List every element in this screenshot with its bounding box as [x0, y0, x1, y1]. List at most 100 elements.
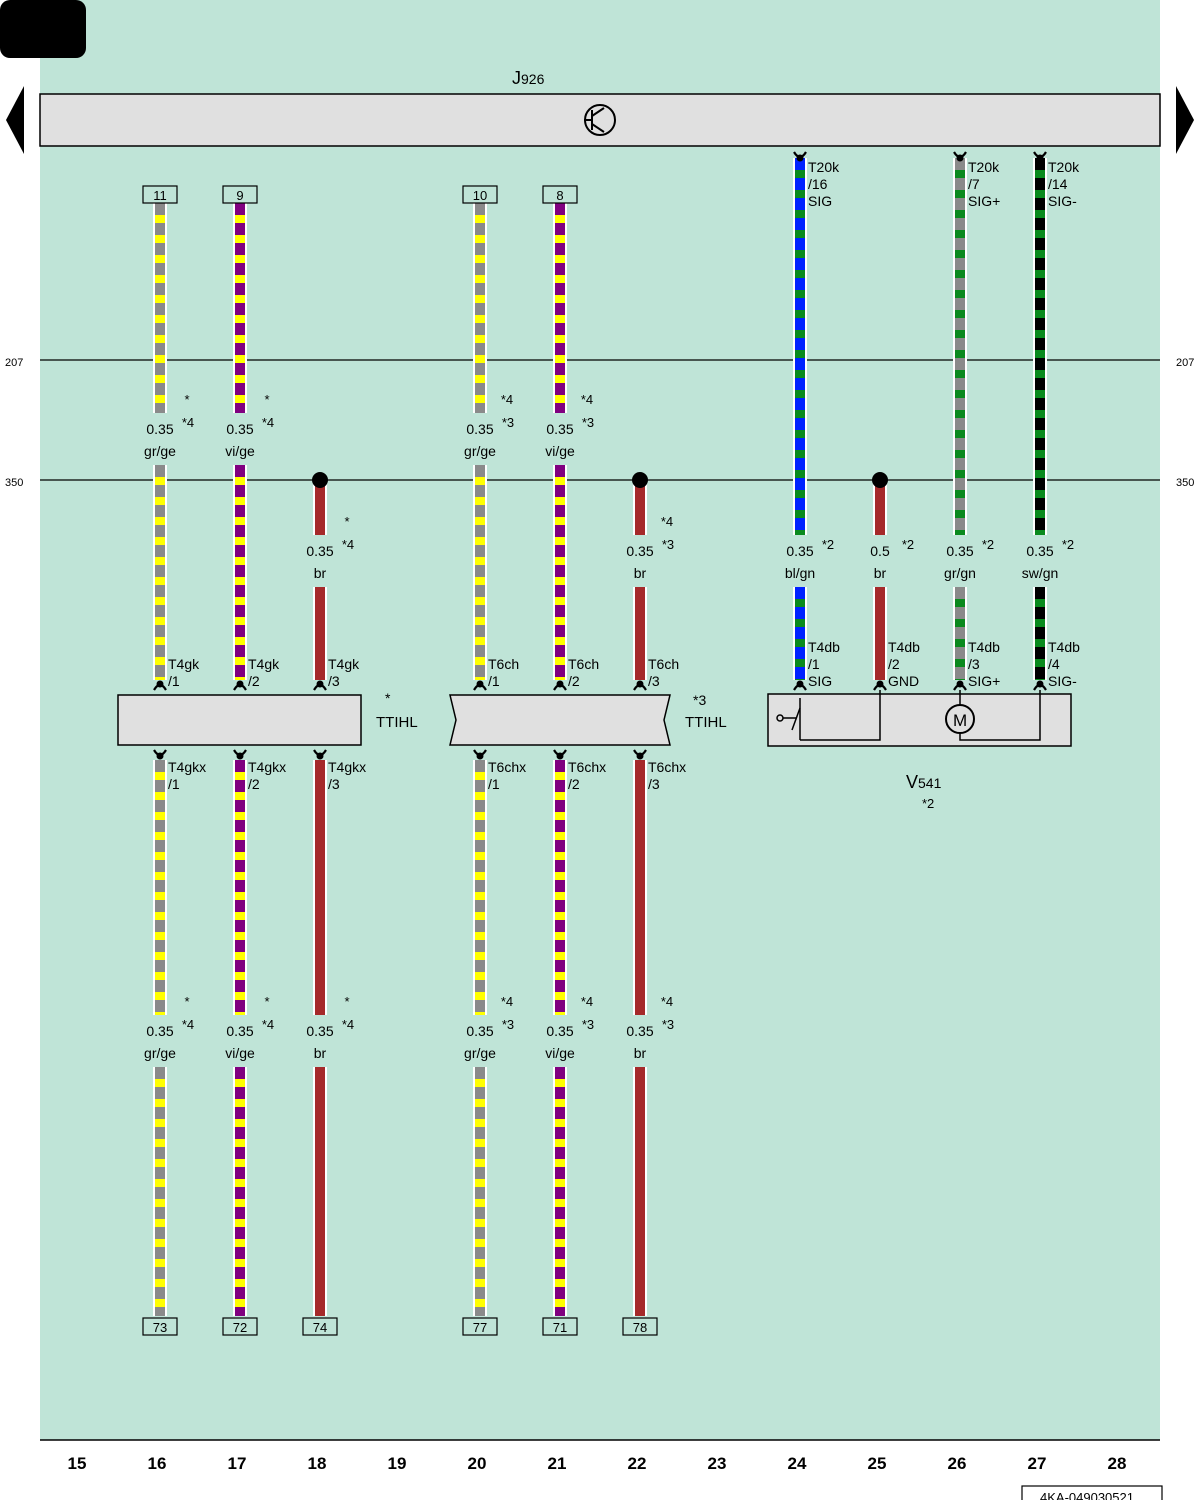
wire-w17-upper-label-note1: *: [264, 392, 269, 407]
prev-page-arrow[interactable]: [6, 86, 24, 154]
wire-w18-lower-label-note1: *: [344, 994, 349, 1009]
doc-id-box: [1021, 1485, 1163, 1500]
wire-w21-lower-label-color: vi/ge: [545, 1045, 575, 1061]
wire-w18-bottom-num-box: [302, 1317, 338, 1336]
wire-w25-conn-pin: /2: [888, 656, 900, 672]
wire-w20-upper-label-note1: *4: [501, 392, 513, 407]
wire-w22-conn-pin: /3: [648, 673, 660, 689]
bridge-ttihl-2-note: *3: [693, 692, 706, 708]
wire-w26-conn-pin: /3: [968, 656, 980, 672]
wire-w18-splice-dot: [312, 472, 328, 488]
wire-w18-conn-bottom-pin-dot: [316, 752, 324, 760]
wire-w17-upper-label-size: 0.35: [226, 421, 253, 437]
wire-w27-conn-pin: /4: [1048, 656, 1060, 672]
column-number: 28: [1108, 1454, 1127, 1473]
wire-w22-bottom-num: 78: [633, 1320, 647, 1335]
wire-w20-conn-bottom-pin-dot: [476, 752, 484, 760]
bus-ref-upper-right: 207: [1176, 357, 1194, 369]
wire-w27-conn-name: T4db: [1048, 639, 1080, 655]
motor-number: 541: [918, 775, 942, 791]
wire-w24-t20k-name: T20k: [808, 159, 840, 175]
next-page-arrow[interactable]: [1176, 86, 1194, 154]
wire-w20-bottom-num: 77: [473, 1320, 487, 1335]
wire-w16-conn-bottom-pin-dot: [156, 752, 164, 760]
wire-w21-bottom-num: 71: [553, 1320, 567, 1335]
wire-w25-upper-label-size: 0.5: [870, 543, 890, 559]
wire-w20-top-num-box: [462, 185, 498, 204]
wire-w18-seg-b: [315, 587, 325, 680]
column-number: 21: [548, 1454, 567, 1473]
motor-v541-box: [767, 693, 1072, 747]
column-number: 19: [388, 1454, 407, 1473]
wire-w21-connb-name: T6chx: [568, 759, 606, 775]
wire-w22-bottom-num-box: [622, 1317, 658, 1336]
wire-w27-upper-label-color: sw/gn: [1022, 565, 1059, 581]
column-number: 26: [948, 1454, 967, 1473]
wire-w20-upper-label-note2: *3: [502, 415, 514, 430]
wire-w25-seg-b: [875, 587, 885, 680]
wire-w18-lower-label-size: 0.35: [306, 1023, 333, 1039]
bridge-ttihl-1: [117, 694, 362, 746]
wire-w27-conn-top-pin-dot: [1036, 680, 1044, 688]
wire-w16-conn-pin: /1: [168, 673, 180, 689]
motor-note: *2: [922, 796, 934, 811]
wire-w16-lower-label-note1: *: [184, 994, 189, 1009]
column-number: 22: [628, 1454, 647, 1473]
wire-w22-lower-label-color: br: [634, 1045, 647, 1061]
wire-w20-lower-label-size: 0.35: [466, 1023, 493, 1039]
wire-w27-t20k-pin-dot: [1036, 154, 1044, 162]
wire-w18-conn-pin: /3: [328, 673, 340, 689]
wire-w16-lower-label-size: 0.35: [146, 1023, 173, 1039]
wire-w16-upper-label-size: 0.35: [146, 421, 173, 437]
wire-w22-upper-label-note1: *4: [661, 514, 673, 529]
wire-w22-seg-c: [635, 760, 645, 1015]
wire-w22-connb-name: T6chx: [648, 759, 686, 775]
wire-w17-conn-pin: /2: [248, 673, 260, 689]
wire-w16-upper-label-color: gr/ge: [144, 443, 176, 459]
wire-w18-seg-c: [315, 760, 325, 1015]
wire-w24-upper-label-color: bl/gn: [785, 565, 815, 581]
wire-w21-lower-label-note1: *4: [581, 994, 593, 1009]
column-number: 25: [868, 1454, 887, 1473]
column-number: 15: [68, 1454, 87, 1473]
wire-w20-lower-label-color: gr/ge: [464, 1045, 496, 1061]
wire-w26-t20k-pin: /7: [968, 176, 980, 192]
wire-w25-upper-label-color: br: [874, 565, 887, 581]
wire-w26-upper-label-note2: *2: [982, 537, 994, 552]
column-number: 17: [228, 1454, 247, 1473]
wire-w21-conn-name: T6ch: [568, 656, 599, 672]
wire-w25-splice-dot: [872, 472, 888, 488]
wire-w21-lower-label-size: 0.35: [546, 1023, 573, 1039]
wire-w18-upper-label-size: 0.35: [306, 543, 333, 559]
wire-w27-conn-sig: SIG-: [1048, 673, 1077, 689]
wire-w22-seg-b: [635, 587, 645, 680]
wire-w18-seg-d: [315, 1067, 325, 1316]
control-unit-label: J926: [512, 68, 545, 88]
wire-w16-upper-label-note1: *: [184, 392, 189, 407]
wire-w27-t20k-sig: SIG-: [1048, 193, 1077, 209]
page-tab: [0, 0, 86, 58]
wire-w17-bottom-num-box: [222, 1317, 258, 1336]
wire-w21-upper-label-size: 0.35: [546, 421, 573, 437]
wire-w26-conn-name: T4db: [968, 639, 1000, 655]
wire-w22-connb-pin: /3: [648, 776, 660, 792]
wire-w21-top-num-box: [542, 185, 578, 204]
wire-w21-top-num: 8: [556, 188, 563, 203]
switch-icon: [776, 690, 881, 741]
wire-w17-lower-label-size: 0.35: [226, 1023, 253, 1039]
wire-w16-top-num-box: [142, 185, 178, 204]
wire-w22-lower-label-note1: *4: [661, 994, 673, 1009]
wire-w26-upper-label-color: gr/gn: [944, 565, 976, 581]
wire-w26-t20k-name: T20k: [968, 159, 1000, 175]
wire-w22-splice-dot: [632, 472, 648, 488]
wire-w22-lower-label-note2: *3: [662, 1017, 674, 1032]
wire-w22-conn-top-pin-dot: [636, 680, 644, 688]
wire-w25-conn-name: T4db: [888, 639, 920, 655]
wire-w17-lower-label-note1: *: [264, 994, 269, 1009]
wire-w16-connb-pin: /1: [168, 776, 180, 792]
wire-w16-upper-label-note2: *4: [182, 415, 194, 430]
control-unit-number: 926: [521, 71, 545, 87]
wire-w22-seg-a: [635, 480, 645, 535]
wire-w16-top-num: 11: [153, 188, 167, 203]
